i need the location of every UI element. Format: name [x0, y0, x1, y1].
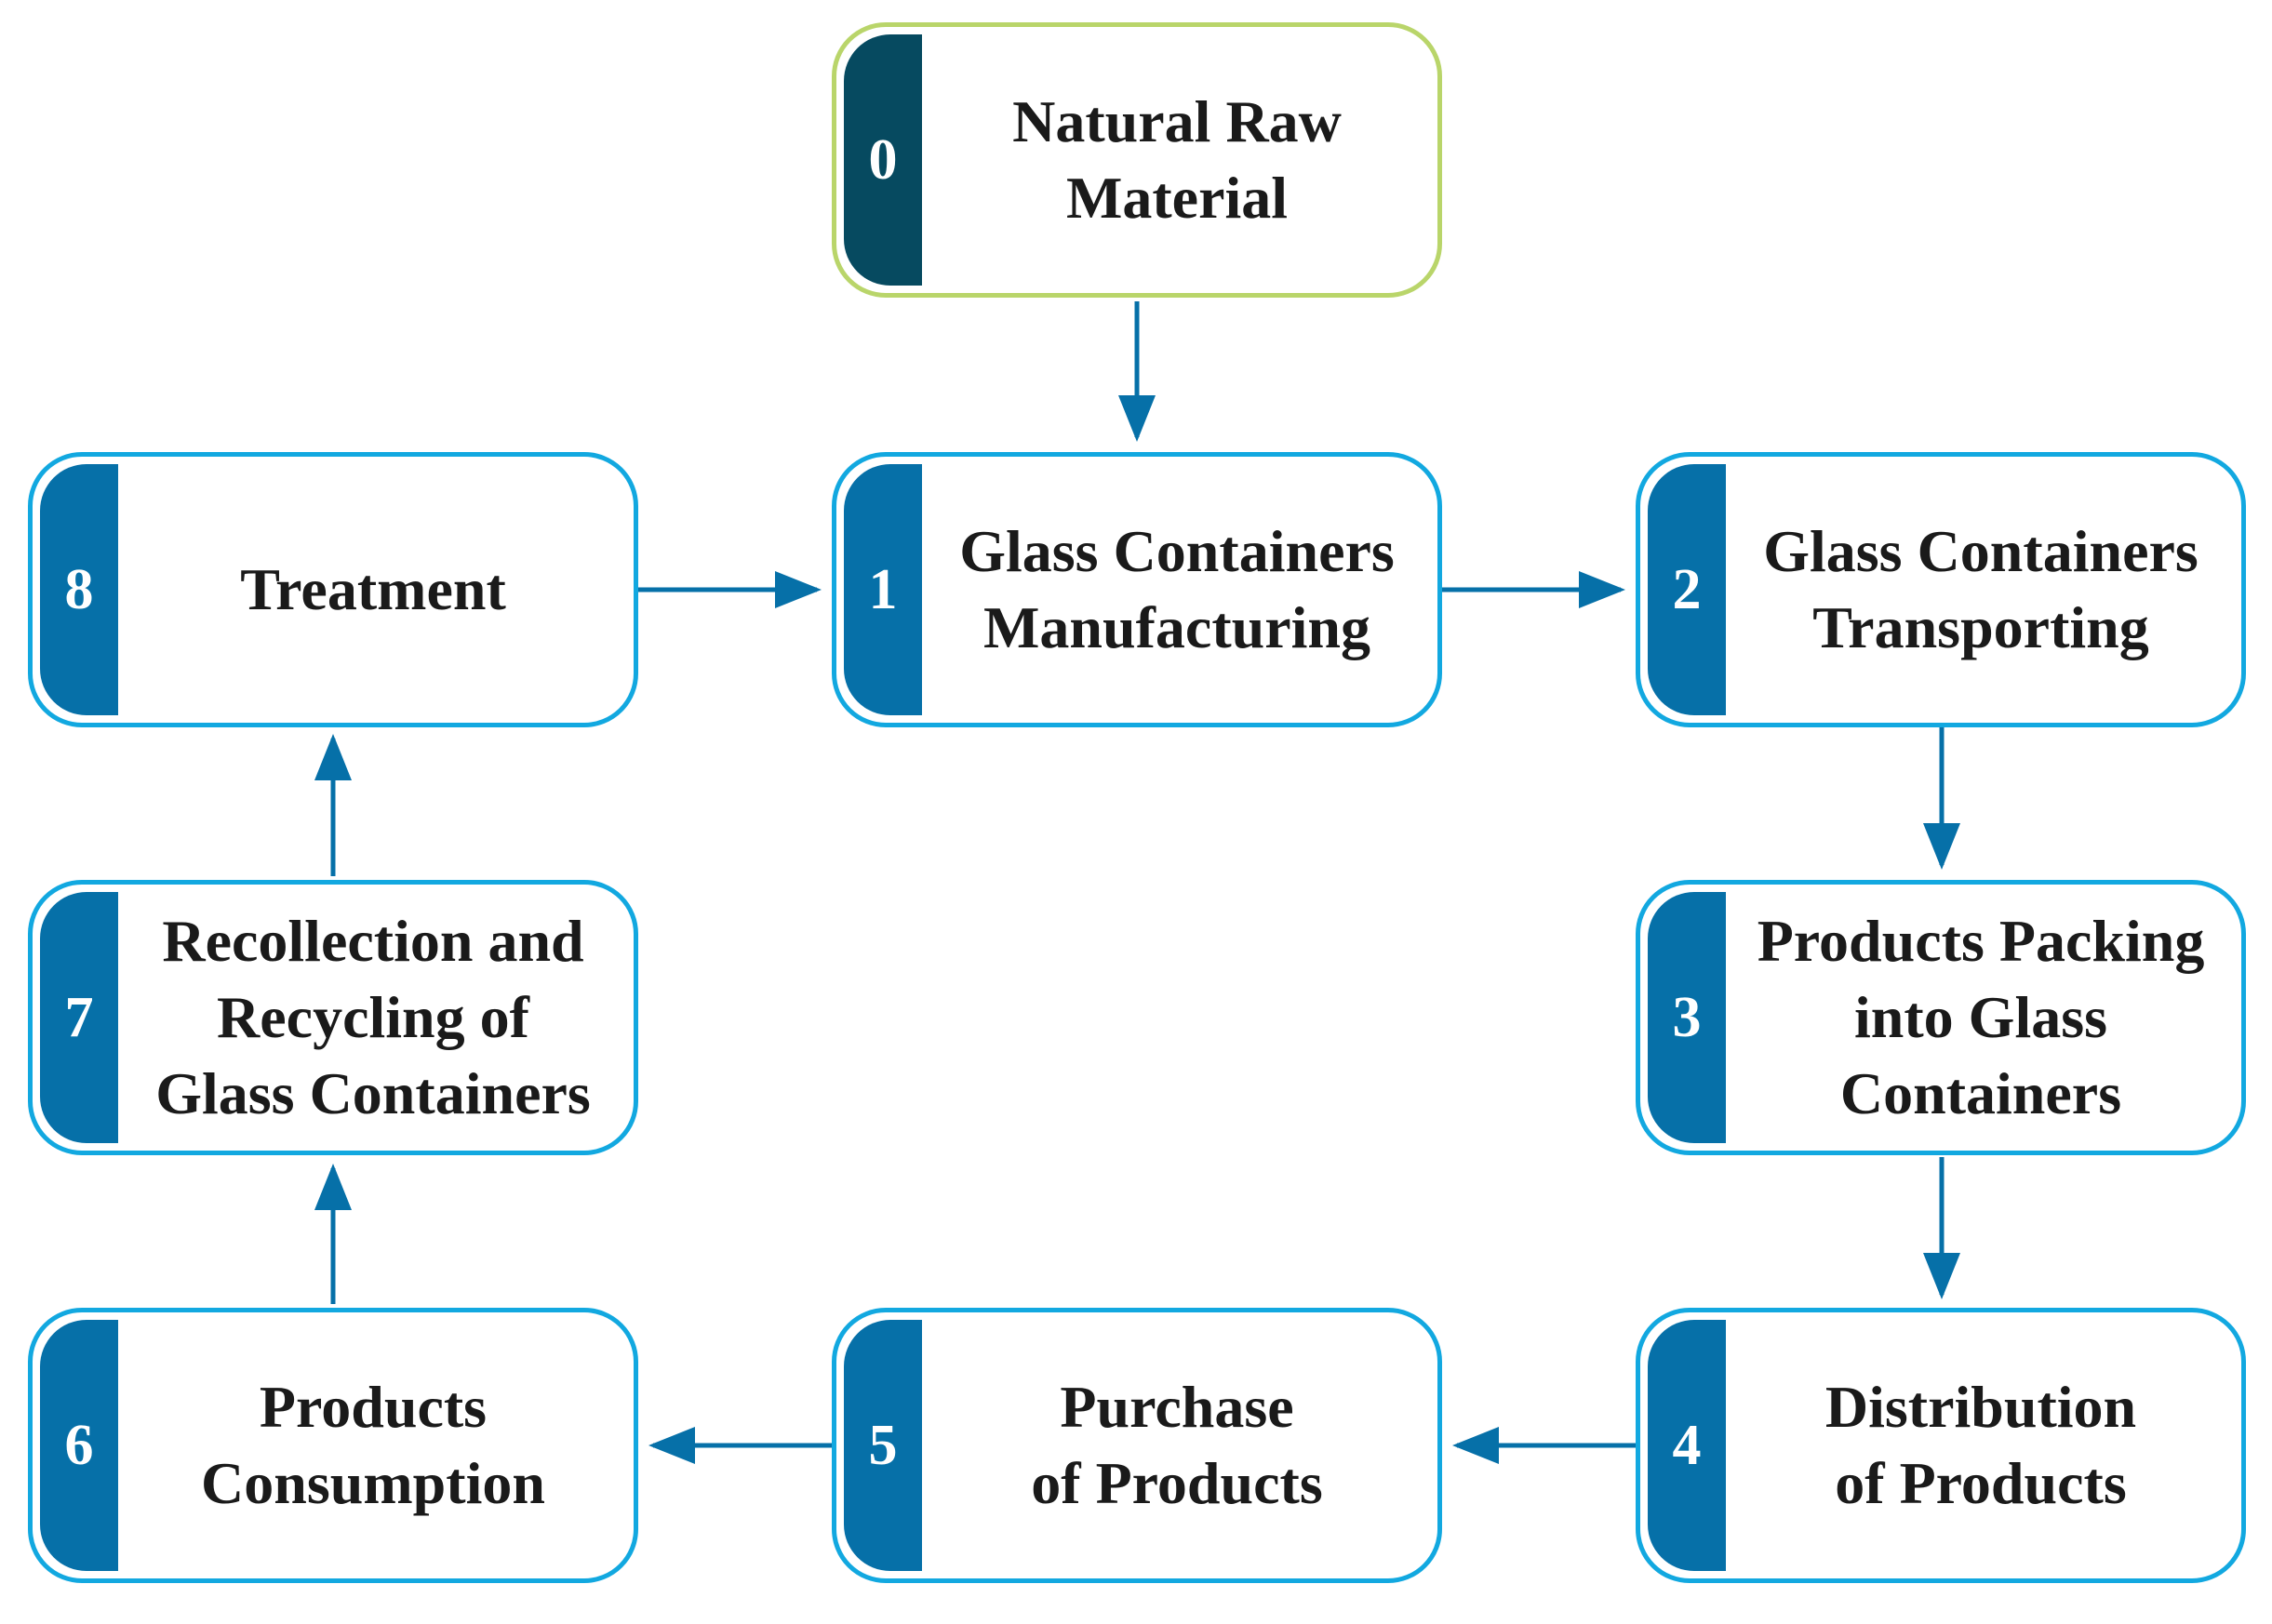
step-label: Recollection and Recycling of Glass Cont…	[155, 908, 591, 1126]
step-label: Distribution of Products	[1824, 1374, 2137, 1516]
step-number-tab: 4	[1648, 1320, 1726, 1571]
step-label: Natural Raw Material	[1012, 88, 1342, 231]
step-number-tab: 5	[844, 1320, 922, 1571]
step-number: 7	[64, 986, 94, 1049]
step-5-purchase-of-products: 5 Purchase of Products	[832, 1308, 1442, 1583]
step-label: Purchase of Products	[1031, 1374, 1323, 1516]
step-number: 4	[1672, 1414, 1702, 1477]
step-number-tab: 3	[1648, 892, 1726, 1143]
step-8-treatment: 8 Treatment	[28, 452, 638, 727]
step-label: Products Packing into Glass Containers	[1757, 908, 2205, 1126]
step-label: Products Consumption	[201, 1374, 545, 1516]
step-number-tab: 7	[40, 892, 118, 1143]
step-number: 3	[1672, 986, 1702, 1049]
step-number-tab: 6	[40, 1320, 118, 1571]
step-number: 8	[64, 558, 94, 621]
step-number-tab: 2	[1648, 464, 1726, 715]
step-number-tab: 1	[844, 464, 922, 715]
step-6-products-consumption: 6 Products Consumption	[28, 1308, 638, 1583]
step-label: Glass Containers Transporting	[1763, 518, 2198, 660]
step-number-tab: 0	[844, 34, 922, 286]
step-number-tab: 8	[40, 464, 118, 715]
step-number: 0	[868, 128, 898, 192]
step-4-distribution-of-products: 4 Distribution of Products	[1636, 1308, 2246, 1583]
step-number: 5	[868, 1414, 898, 1477]
step-label: Glass Containers Manufacturing	[959, 518, 1395, 660]
step-7-recollection-and-recycling: 7 Recollection and Recycling of Glass Co…	[28, 880, 638, 1155]
step-2-glass-containers-transporting: 2 Glass Containers Transporting	[1636, 452, 2246, 727]
step-number: 1	[868, 558, 898, 621]
step-number: 6	[64, 1414, 94, 1477]
step-label: Treatment	[240, 556, 506, 622]
step-3-products-packing: 3 Products Packing into Glass Containers	[1636, 880, 2246, 1155]
step-number: 2	[1672, 558, 1702, 621]
step-1-glass-containers-manufacturing: 1 Glass Containers Manufacturing	[832, 452, 1442, 727]
step-0-natural-raw-material: 0 Natural Raw Material	[832, 22, 1442, 298]
